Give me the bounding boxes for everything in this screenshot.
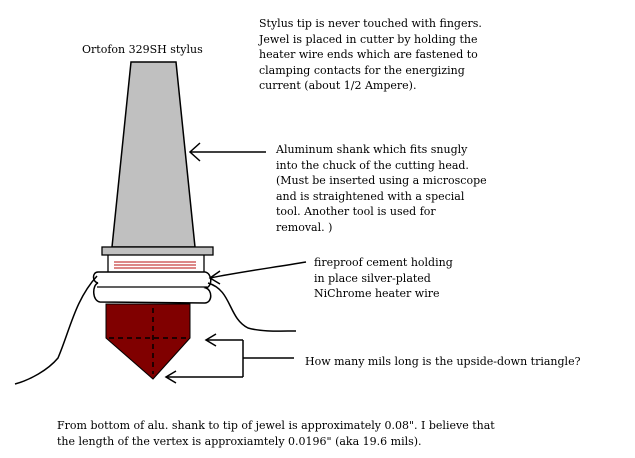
aluminum-shank: [111, 61, 196, 248]
jewel: [105, 303, 191, 380]
stylus-title: Ortofon 329SH stylus: [82, 43, 203, 56]
shank-note: Aluminum shank which fits snugly into th…: [276, 143, 487, 234]
heater-wire-lead-right: [207, 282, 297, 332]
heater-wire-lead-left: [14, 275, 98, 385]
cement-note: fireproof cement holding in place silver…: [314, 256, 453, 300]
heater-wire: [114, 261, 196, 269]
stylus-tip-note: Stylus tip is never touched with fingers…: [259, 17, 482, 92]
arrow-to-cement: [208, 261, 307, 285]
jewel-dashes: [109, 308, 187, 374]
triangle-question: How many mils long is the upside-down tr…: [305, 355, 581, 368]
collar-body: [107, 255, 205, 272]
shank-collar: [101, 246, 214, 256]
bracket-arrow-triangle: [164, 333, 294, 384]
footer-note: From bottom of alu. shank to tip of jewe…: [57, 419, 495, 448]
arrow-to-shank: [188, 142, 266, 162]
